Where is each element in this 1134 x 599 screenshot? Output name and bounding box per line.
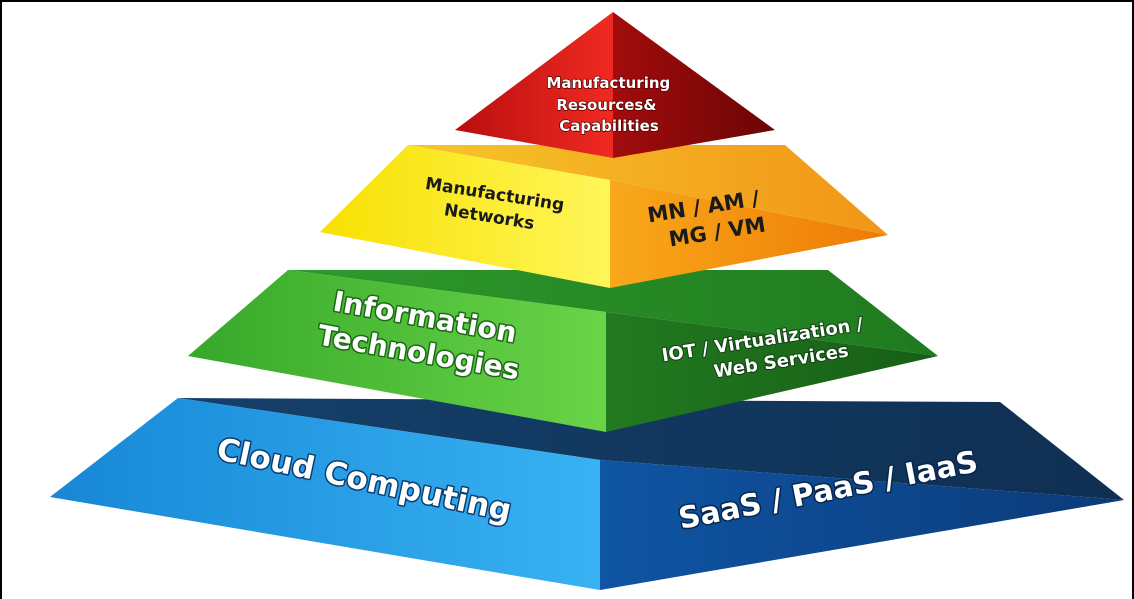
tier-cloud-computing-right-face: [600, 460, 1124, 590]
tier-manufacturing-resources-left-face: [455, 12, 613, 158]
tier-manufacturing-resources-right-face: [613, 12, 775, 158]
tier-manufacturing-networks-right-face: [610, 180, 888, 288]
tier-manufacturing-networks: Manufacturing Networks MN / AM / MG / VM: [320, 145, 888, 288]
tier-information-technologies: Information Technologies IOT / Virtualiz…: [188, 270, 938, 432]
tier-cloud-computing-top-face: [178, 398, 1124, 500]
tier-manufacturing-resources: Manufacturing Resources& Capabilities: [455, 12, 775, 158]
tier-manufacturing-networks-top-face: [408, 145, 888, 235]
tier-information-technologies-top-face: [288, 270, 938, 356]
tier-manufacturing-networks-left-face: [320, 145, 610, 288]
tier-information-technologies-left-face: [188, 270, 606, 432]
tier-information-technologies-right-face: [606, 312, 938, 432]
tier-cloud-computing-left-face: [50, 398, 600, 590]
tier-cloud-computing: Cloud Computing SaaS / PaaS / IaaS: [50, 398, 1124, 590]
tier-manufacturing-resources-label: Manufacturing Resources& Capabilities: [547, 74, 676, 135]
